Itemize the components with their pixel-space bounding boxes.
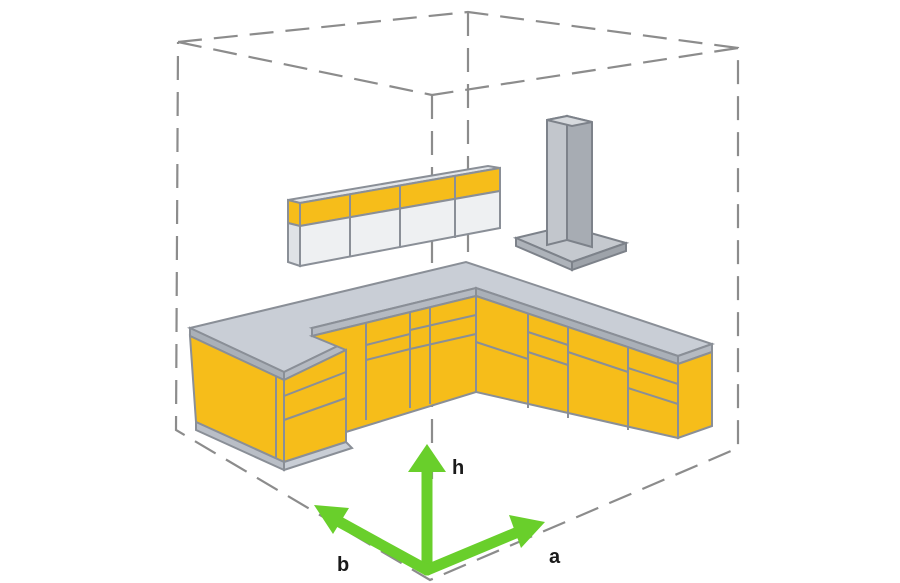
b-axis-arrow — [330, 514, 433, 576]
a-axis-arrow — [421, 526, 524, 576]
h-arrowhead — [408, 444, 446, 472]
a-arrowhead — [509, 515, 545, 548]
dimension-axes — [330, 464, 524, 576]
b-axis-label: b — [337, 554, 349, 576]
wall-cabinet — [287, 164, 501, 268]
h-axis-label: h — [452, 457, 464, 479]
a-axis-label: a — [549, 546, 561, 568]
range-hood — [512, 114, 630, 272]
b-arrowhead — [314, 505, 349, 534]
l-shaped-base-cabinets — [186, 260, 716, 472]
